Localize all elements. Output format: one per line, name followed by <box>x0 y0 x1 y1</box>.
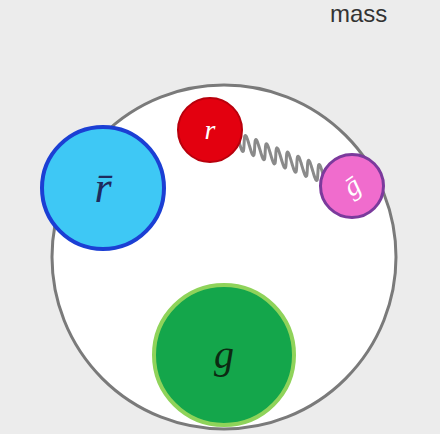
quark-circle <box>42 127 164 249</box>
color-charge-label: g <box>214 335 234 375</box>
color-charge-label: r <box>205 116 216 144</box>
quark-circle <box>321 155 384 218</box>
gluon-spring <box>239 135 323 180</box>
annotation-text: mass <box>330 0 387 28</box>
quark-circle <box>154 285 294 425</box>
quark-circle <box>178 98 242 162</box>
red-quark: r <box>177 97 243 163</box>
antigreen-quark: ḡ <box>319 153 385 219</box>
antired-quark: r̄ <box>40 125 166 251</box>
color-charge-label: r̄ <box>94 166 111 210</box>
green-quark: g <box>152 283 296 427</box>
